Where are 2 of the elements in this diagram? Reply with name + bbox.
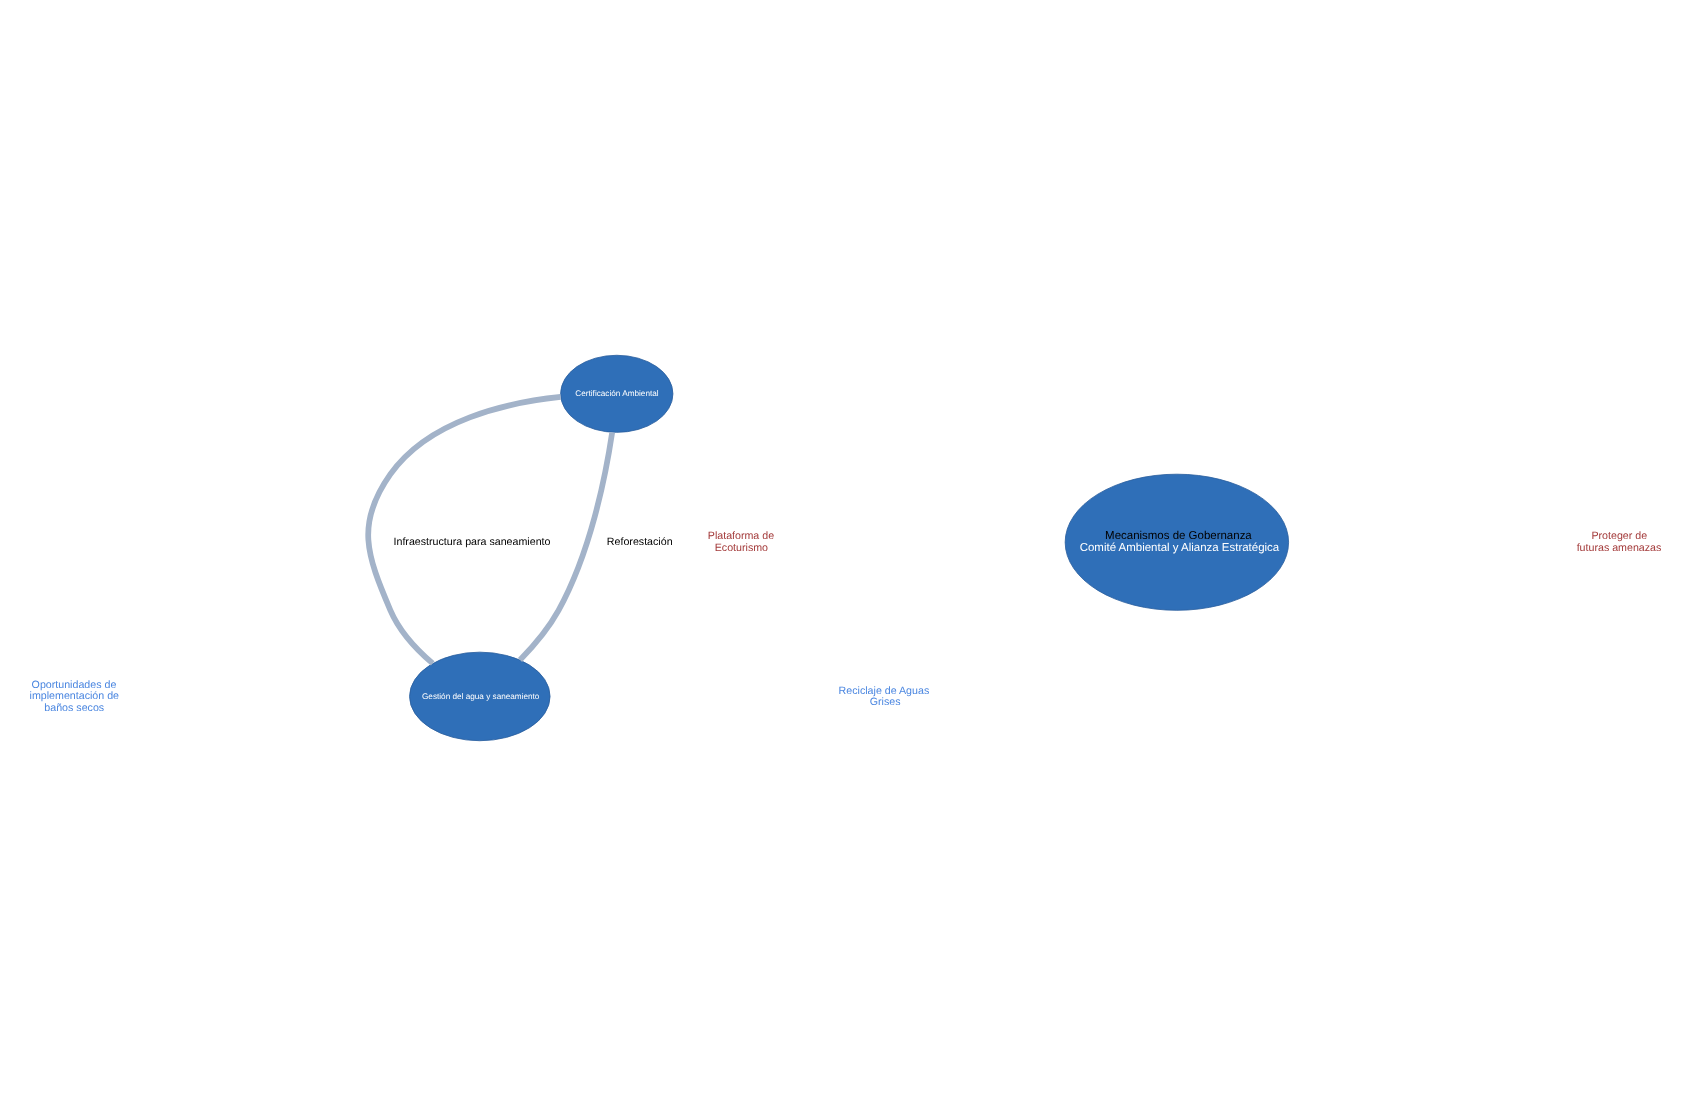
connector (517, 432, 615, 662)
connector (365, 394, 561, 666)
